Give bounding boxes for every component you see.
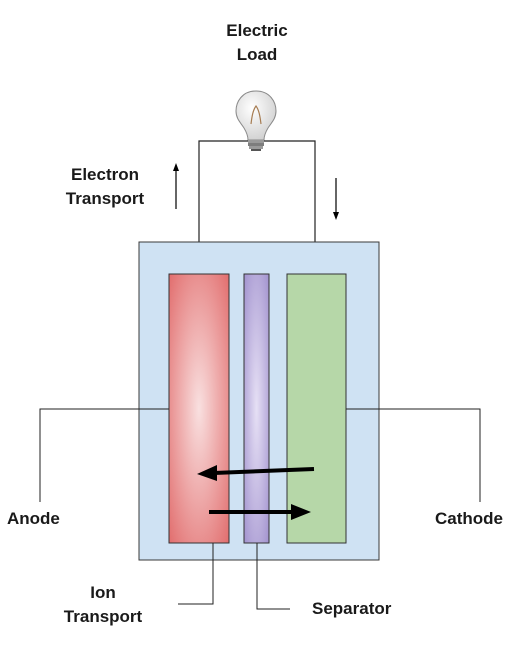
ion-transport-line1: Ion <box>90 583 116 602</box>
electron-transport-label: Electron Transport <box>50 163 160 211</box>
separator-leader-line <box>256 543 290 610</box>
arrow-down-icon <box>333 178 339 220</box>
electric-load-label: Electric Load <box>205 19 309 67</box>
arrow-right-icon <box>209 504 311 520</box>
ion-transport-leader-line <box>178 543 214 605</box>
cathode-electrode <box>286 273 347 544</box>
separator-membrane <box>243 273 270 544</box>
ion-transport-line2: Transport <box>63 607 143 626</box>
anode-label: Anode <box>7 509 60 528</box>
cathode-leader-line <box>346 408 481 502</box>
light-bulb-icon <box>235 90 277 151</box>
separator-label: Separator <box>312 599 392 618</box>
electric-load-line2: Load <box>236 45 278 64</box>
anode-leader-line <box>39 408 169 502</box>
arrow-left-icon <box>197 465 315 481</box>
ion-transport-label: Ion Transport <box>48 581 158 629</box>
electric-load-line1: Electric <box>226 21 288 40</box>
electron-transport-line1: Electron <box>70 165 140 184</box>
anode-electrode <box>168 273 230 544</box>
arrow-up-icon <box>173 163 179 209</box>
electron-transport-line2: Transport <box>65 189 145 208</box>
wire-left <box>198 140 248 274</box>
cathode-label: Cathode <box>435 509 503 528</box>
wire-right <box>264 140 316 274</box>
